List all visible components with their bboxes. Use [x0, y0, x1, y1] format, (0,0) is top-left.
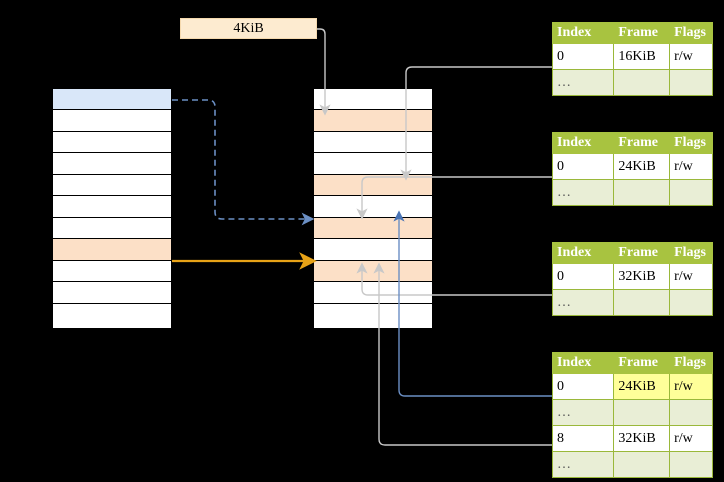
- middle-page-table-row-4: [314, 153, 432, 175]
- column-header-flags: Flags: [669, 22, 713, 44]
- middle-page-table: [313, 88, 433, 329]
- left-page-table-row-5: [53, 174, 171, 197]
- column-header-flags: Flags: [669, 132, 713, 154]
- table-row: …: [551, 69, 713, 96]
- column-header-frame: Frame: [613, 242, 671, 264]
- column-header-index: Index: [551, 242, 615, 264]
- left-page-table-row-9: [53, 260, 171, 283]
- column-header-flags: Flags: [669, 352, 713, 374]
- left-page-table-row-6: [53, 196, 171, 218]
- left-page-table-row-4: [53, 153, 171, 175]
- table-row: …: [551, 289, 713, 316]
- left-page-table-row-11: [53, 303, 171, 325]
- column-header-frame: Frame: [613, 132, 671, 154]
- middle-page-table-row-9: [314, 260, 432, 283]
- middle-page-table-row-11: [314, 303, 432, 325]
- middle-page-table-row-8: [314, 239, 432, 261]
- middle-page-table-row-1: [314, 89, 432, 111]
- left-page-table-row-1: [53, 89, 171, 111]
- wire-left-row1-to-middle-row7: [172, 99, 315, 226]
- column-header-index: Index: [551, 132, 615, 154]
- middle-page-table-row-10: [314, 282, 432, 304]
- column-header-frame: Frame: [613, 22, 671, 44]
- middle-page-table-row-6: [314, 196, 432, 218]
- left-page-table-row-3: [53, 131, 171, 154]
- column-header-frame: Frame: [613, 352, 671, 374]
- left-page-table-row-2: [53, 110, 171, 132]
- page-size-label: 4KiB: [180, 18, 317, 39]
- middle-page-table-row-5: [314, 174, 432, 197]
- column-header-index: Index: [551, 352, 615, 374]
- column-header-flags: Flags: [669, 242, 713, 264]
- left-page-table-row-10: [53, 282, 171, 304]
- middle-page-table-row-2: [314, 110, 432, 132]
- column-header-index: Index: [551, 22, 615, 44]
- table-row: …: [551, 179, 713, 206]
- left-page-table-row-7: [53, 217, 171, 240]
- middle-page-table-row-7: [314, 217, 432, 240]
- table-row: …: [551, 399, 713, 426]
- middle-page-table-row-3: [314, 131, 432, 154]
- left-page-table: [52, 88, 172, 329]
- table-row: …: [551, 451, 713, 478]
- left-page-table-row-8: [53, 239, 171, 261]
